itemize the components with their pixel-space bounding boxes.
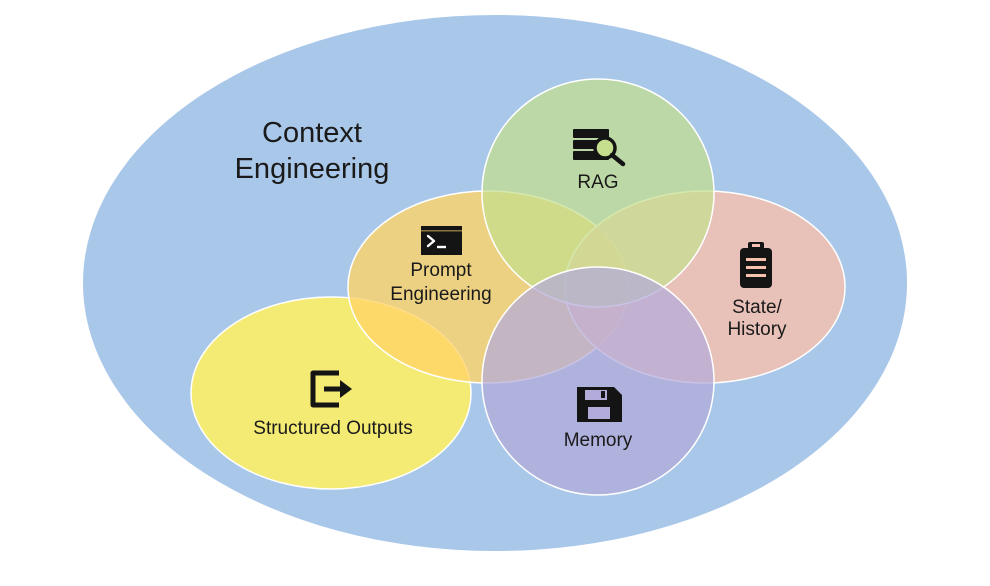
- state-history-label-line-1: State/: [732, 297, 782, 318]
- terminal-icon: [421, 226, 462, 255]
- memory-circle: [481, 266, 715, 496]
- diagram-title-line-2: Engineering: [235, 153, 390, 185]
- floppy-disk-icon: [577, 387, 622, 422]
- rag-label: RAG: [577, 172, 618, 193]
- clipboard-icon: [740, 242, 772, 288]
- memory-label: Memory: [564, 430, 633, 451]
- prompt-engineering-label-line-1: Prompt: [410, 260, 472, 281]
- prompt-engineering-label-line-2: Engineering: [390, 284, 491, 305]
- state-history-label-line-2: History: [727, 319, 787, 340]
- export-arrow-icon: [310, 370, 352, 408]
- structured-outputs-label: Structured Outputs: [253, 418, 412, 439]
- diagram-title-line-1: Context: [262, 117, 362, 149]
- venn-circles: [190, 78, 846, 496]
- server-search-icon: [573, 129, 626, 167]
